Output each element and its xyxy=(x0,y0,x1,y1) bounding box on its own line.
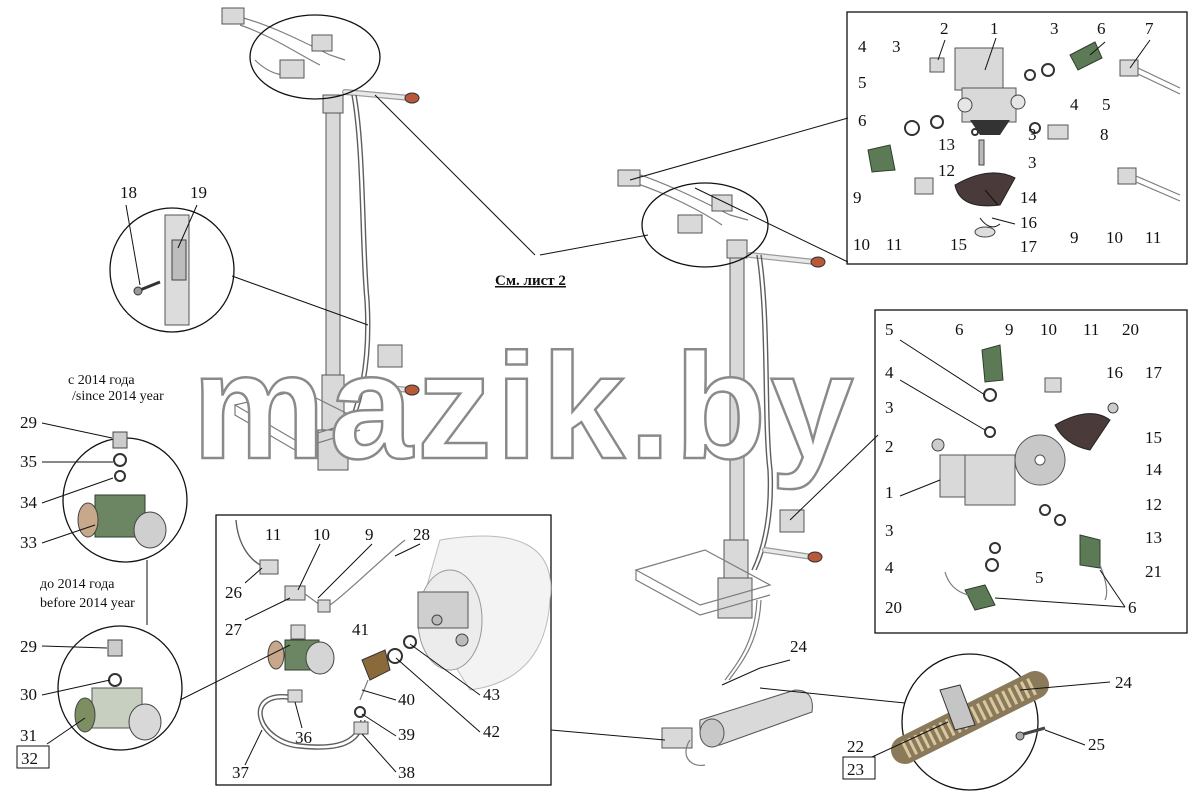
label-19: 19 xyxy=(190,183,207,202)
right-label-2: 2 xyxy=(885,437,894,456)
center-label-38: 38 xyxy=(398,763,415,782)
top-label-10a: 10 xyxy=(853,235,870,254)
center-label-28: 28 xyxy=(413,525,430,544)
caption-since-2014-ru: с 2014 года xyxy=(68,373,135,388)
center-label-43: 43 xyxy=(483,685,500,704)
top-label-5a: 5 xyxy=(858,73,867,92)
center-label-9: 9 xyxy=(365,525,374,544)
right-label-9: 9 xyxy=(1005,320,1014,339)
top-label-3d: 3 xyxy=(1028,125,1037,144)
caption-since-2014-en: /since 2014 year xyxy=(72,389,164,404)
right-label-10: 10 xyxy=(1040,320,1057,339)
center-label-11: 11 xyxy=(265,525,281,544)
top-label-13: 13 xyxy=(938,135,955,154)
left-assembly xyxy=(221,7,420,471)
top-label-2: 2 xyxy=(940,19,949,38)
top-label-8: 8 xyxy=(1100,125,1109,144)
detail-frame-center: 11 10 9 28 26 27 41 43 42 40 39 38 37 36 xyxy=(215,514,552,786)
top-label-3b: 3 xyxy=(1050,19,1059,38)
right-label-6b: 6 xyxy=(1128,598,1137,617)
label-29-before: 29 xyxy=(20,637,37,656)
right-label-4a: 4 xyxy=(885,363,894,382)
top-label-11a: 11 xyxy=(886,235,902,254)
label-34: 34 xyxy=(20,493,38,512)
top-label-6b: 6 xyxy=(1097,19,1106,38)
right-label-12: 12 xyxy=(1145,495,1162,514)
right-label-14: 14 xyxy=(1145,460,1163,479)
top-label-11b: 11 xyxy=(1145,228,1161,247)
leader-see-sheet-left xyxy=(374,94,536,256)
top-label-17: 17 xyxy=(1020,237,1038,256)
right-label-21: 21 xyxy=(1145,562,1162,581)
top-label-9b: 9 xyxy=(1070,228,1079,247)
label-25: 25 xyxy=(1088,735,1105,754)
label-31: 31 xyxy=(20,726,37,745)
box-23 xyxy=(842,756,876,780)
label-30: 30 xyxy=(20,685,37,704)
label-29-since: 29 xyxy=(20,413,37,432)
right-label-3a: 3 xyxy=(885,398,894,417)
top-label-6a: 6 xyxy=(858,111,867,130)
center-assembly xyxy=(617,169,826,767)
caption-before-2014-ru: до 2014 года xyxy=(40,577,115,592)
detail-18-19: 18 19 xyxy=(109,183,369,333)
watermark: mazik.by xyxy=(192,322,858,490)
top-label-7: 7 xyxy=(1145,19,1154,38)
detail-circle-center-top xyxy=(641,182,769,268)
right-label-15: 15 xyxy=(1145,428,1162,447)
detail-since-2014: с 2014 года /since 2014 year 29 35 34 33 xyxy=(20,373,188,563)
right-label-1: 1 xyxy=(885,483,894,502)
center-label-26: 26 xyxy=(225,583,242,602)
right-label-6a: 6 xyxy=(955,320,964,339)
right-label-16: 16 xyxy=(1106,363,1123,382)
detail-before-2014: до 2014 года before 2014 year 29 30 31 3… xyxy=(16,577,183,769)
top-label-4b: 4 xyxy=(1070,95,1079,114)
label-24-assembly: 24 xyxy=(790,637,808,656)
top-label-9a: 9 xyxy=(853,188,862,207)
label-22: 22 xyxy=(847,737,864,756)
label-35: 35 xyxy=(20,452,37,471)
leader-see-sheet-right xyxy=(539,234,649,256)
right-label-5b: 5 xyxy=(1035,568,1044,587)
right-label-20a: 20 xyxy=(1122,320,1139,339)
box-32 xyxy=(16,745,50,769)
label-33: 33 xyxy=(20,533,37,552)
top-label-12: 12 xyxy=(938,161,955,180)
top-label-16: 16 xyxy=(1020,213,1037,232)
center-label-37: 37 xyxy=(232,763,250,782)
center-label-42: 42 xyxy=(483,722,500,741)
center-label-27: 27 xyxy=(225,620,243,639)
detail-24-25: 24 24 25 22 23 xyxy=(721,637,1133,791)
center-label-10: 10 xyxy=(313,525,330,544)
right-label-20b: 20 xyxy=(885,598,902,617)
top-label-1: 1 xyxy=(990,19,999,38)
right-label-5a: 5 xyxy=(885,320,894,339)
right-label-4b: 4 xyxy=(885,558,894,577)
caption-before-2014-en: before 2014 year xyxy=(40,596,135,611)
right-label-3b: 3 xyxy=(885,521,894,540)
top-label-3a: 3 xyxy=(892,37,901,56)
top-label-10b: 10 xyxy=(1106,228,1123,247)
top-label-4a: 4 xyxy=(858,37,867,56)
detail-frame-top: 1 2 3 3 4 5 6 7 3 4 5 6 13 12 8 3 14 16 … xyxy=(846,11,1188,265)
label-23: 23 xyxy=(847,760,864,779)
detail-circle-left-top xyxy=(249,14,381,100)
label-18: 18 xyxy=(120,183,137,202)
center-label-41: 41 xyxy=(352,620,369,639)
detail-frame-right: 5 6 9 10 11 20 4 16 17 3 15 2 14 1 12 13… xyxy=(874,309,1188,634)
right-label-17: 17 xyxy=(1145,363,1163,382)
right-label-13: 13 xyxy=(1145,528,1162,547)
top-label-3c: 3 xyxy=(1028,153,1037,172)
center-label-40: 40 xyxy=(398,690,415,709)
see-sheet-link[interactable]: См. лист 2 xyxy=(495,273,566,289)
right-label-11: 11 xyxy=(1083,320,1099,339)
center-label-36: 36 xyxy=(295,728,312,747)
top-label-5b: 5 xyxy=(1102,95,1111,114)
center-label-39: 39 xyxy=(398,725,415,744)
label-24-circle: 24 xyxy=(1115,673,1133,692)
top-label-14: 14 xyxy=(1020,188,1038,207)
top-label-15: 15 xyxy=(950,235,967,254)
label-32: 32 xyxy=(21,749,38,768)
